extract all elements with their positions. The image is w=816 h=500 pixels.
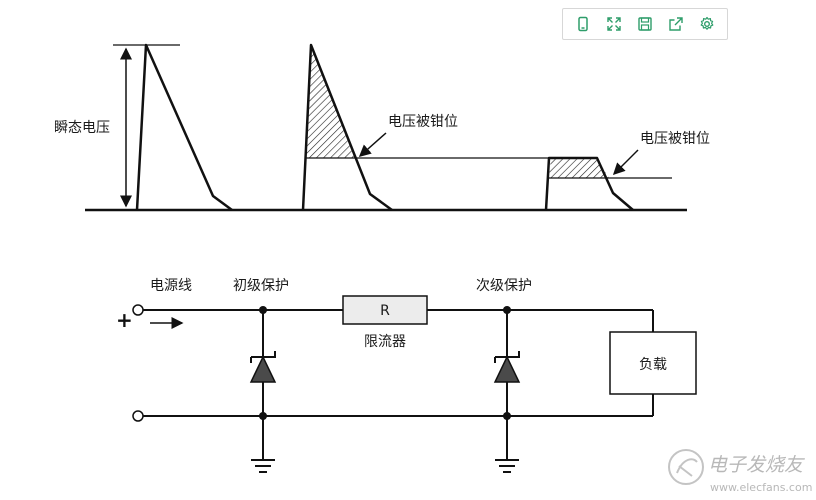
phone-view-button[interactable] (570, 11, 596, 37)
clamp-pointer-2 (612, 149, 639, 176)
transient-voltage-label: 瞬态电压 (54, 120, 110, 136)
clamp-label-1: 电压被钳位 (388, 114, 458, 130)
fullscreen-icon (607, 17, 621, 31)
clamped-area-1 (305, 45, 355, 158)
input-terminal-bottom (132, 410, 144, 422)
waveform-section: 瞬态电压 电压被钳位 电压被钳位 (54, 43, 710, 212)
secondary-protection-label: 次级保护 (476, 278, 532, 294)
primary-protection-label: 初级保护 (233, 277, 289, 294)
save-icon (638, 17, 652, 31)
watermark-logo-icon (668, 449, 704, 485)
load-box (609, 331, 697, 395)
primary-tvs-diode (249, 306, 277, 473)
plus-sign: + (116, 308, 133, 332)
share-icon (669, 17, 683, 31)
circuit-section: R + 电源线 初级保护 次级保护 限流器 负载 (116, 277, 697, 473)
settings-button[interactable] (694, 11, 720, 37)
current-limiter-label: 限流器 (364, 334, 406, 350)
clamped-waveform-1 (301, 43, 393, 212)
power-line-label: 电源线 (150, 278, 192, 294)
clamped-area-2 (549, 158, 609, 178)
save-button[interactable] (632, 11, 658, 37)
settings-icon (700, 16, 714, 30)
clamp-pointer-1 (358, 132, 387, 157)
clamp-label-2: 电压被钳位 (640, 131, 710, 147)
fullscreen-button[interactable] (601, 11, 627, 37)
image-toolbar (562, 8, 728, 40)
transient-spike (135, 43, 233, 212)
input-terminal-top (132, 304, 144, 316)
watermark: 电子发烧友 www.elecfans.com (668, 449, 812, 494)
watermark-text: 电子发烧友 (708, 454, 805, 476)
share-button[interactable] (663, 11, 689, 37)
secondary-tvs-diode (493, 306, 521, 473)
watermark-url: www.elecfans.com (710, 481, 812, 494)
resistor-label: R (380, 303, 390, 319)
load-label: 负载 (639, 357, 667, 373)
clamped-waveform-2 (544, 156, 634, 211)
phone-icon (577, 16, 588, 32)
